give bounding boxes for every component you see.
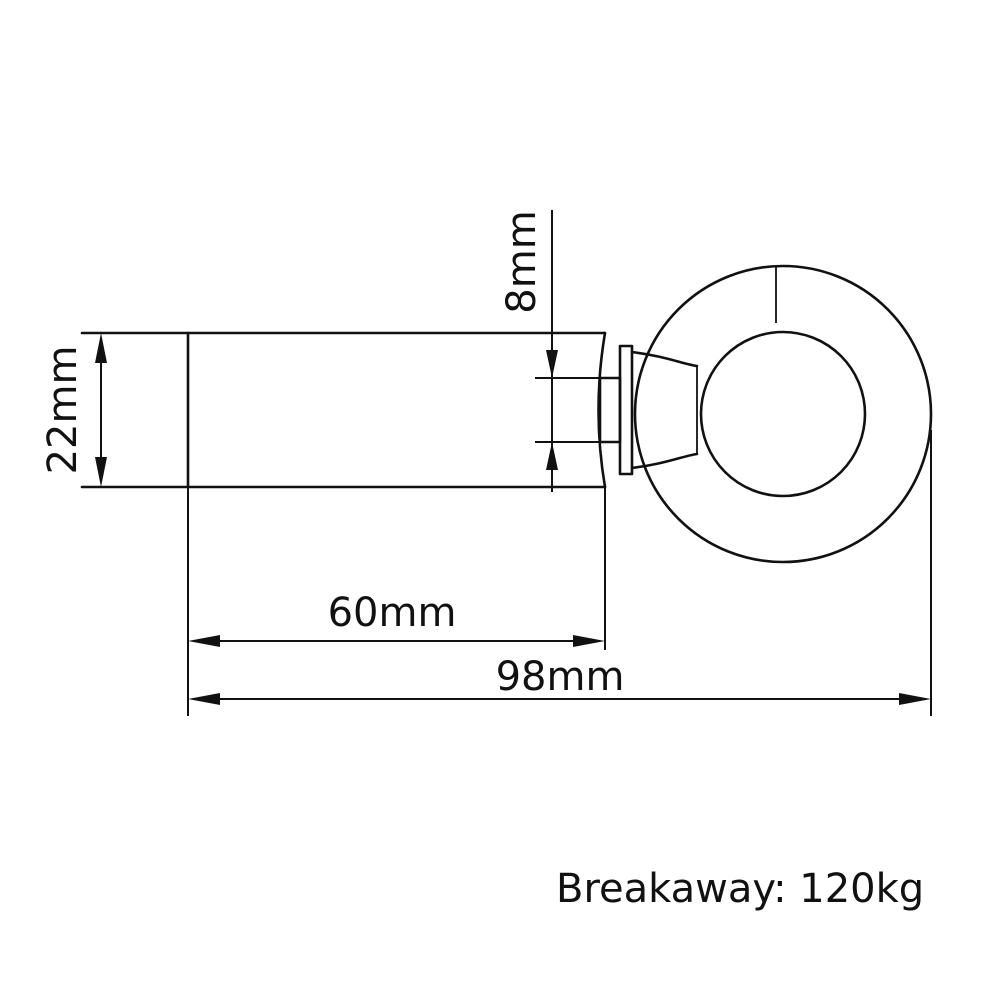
diameter-dimension: 22mm	[40, 333, 107, 487]
magnet-body	[80, 331, 607, 489]
total-length-dimension: 98mm	[188, 430, 932, 716]
total-length-label: 98mm	[496, 654, 625, 700]
body-length-dimension: 60mm	[187, 487, 606, 716]
eye-ring	[630, 264, 933, 564]
diameter-label: 22mm	[40, 346, 86, 475]
body-length-label: 60mm	[328, 590, 457, 636]
thread-dimension: 8mm	[499, 210, 600, 492]
thread-label: 8mm	[499, 210, 545, 313]
breakaway-note: Breakaway: 120kg	[556, 866, 925, 912]
threaded-stud	[598, 344, 634, 476]
